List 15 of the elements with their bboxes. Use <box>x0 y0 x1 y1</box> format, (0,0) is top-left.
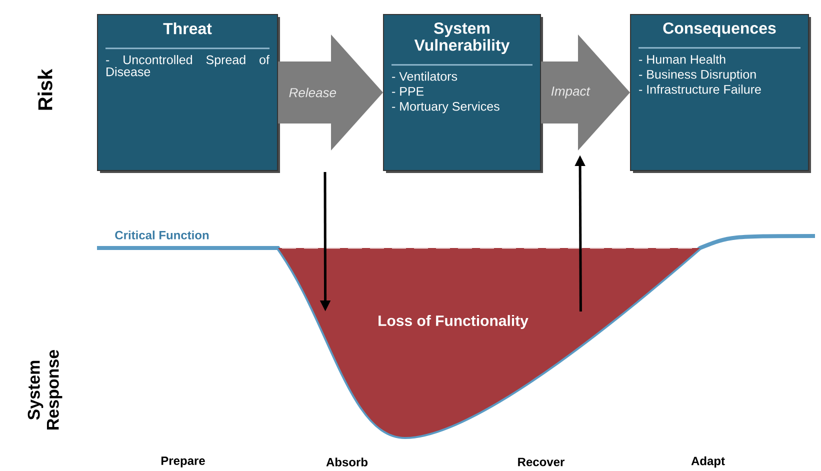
curve-label: Critical Function <box>115 230 209 240</box>
edge-label: Release <box>289 88 336 98</box>
edge-label: Impact <box>551 86 590 98</box>
phase-label: Adapt <box>691 456 725 468</box>
text-box: Threat - Uncontrolled Spread of Disease <box>97 14 280 173</box>
phase-label: Recover <box>518 458 564 466</box>
axis-title: System Response <box>28 350 62 430</box>
phase-label: Prepare <box>161 456 205 468</box>
text-box: Consequences - Human Health - Business Disruption - Infrastructure Failure <box>630 14 811 173</box>
loss-area: Loss of Functionality <box>278 247 700 437</box>
text-box: System Vulnerability - Ventilators - PPE - Mortuary Services <box>383 14 543 173</box>
block-arrow <box>541 34 630 150</box>
phase-label: Absorb <box>326 458 368 466</box>
block-arrow <box>278 34 383 150</box>
axis-title: Risk <box>38 68 52 110</box>
